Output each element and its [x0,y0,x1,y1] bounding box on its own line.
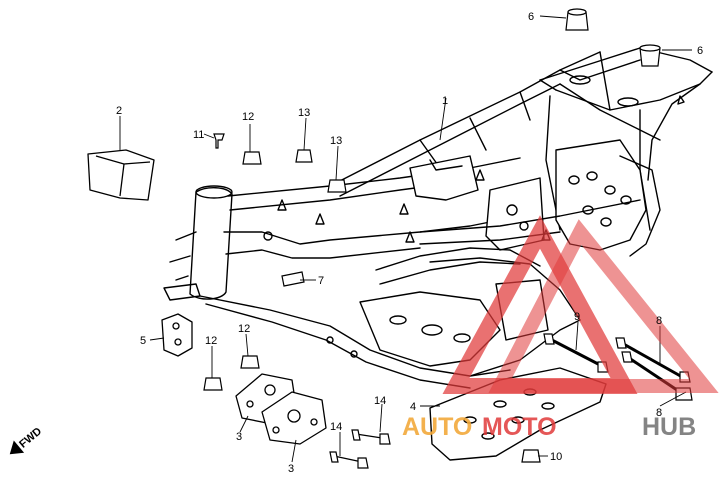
callout-11: 11 [193,129,204,141]
callout-4: 4 [410,401,416,413]
fwd-arrow-icon [9,440,25,455]
callout-12-left: 12 [205,335,217,347]
callout-8-upper: 8 [656,315,662,327]
callout-8-lower: 8 [656,407,662,419]
callout-13-mid: 13 [330,135,342,147]
callout-7: 7 [318,275,324,287]
watermark-text-auto: AUTO [402,413,472,441]
watermark-logo: AUTO MOTO HUB [402,215,719,441]
bracket-part-2 [87,149,155,201]
callout-3-right: 3 [288,463,294,475]
callout-5: 5 [140,335,146,347]
callout-14-lower: 14 [330,421,342,433]
callout-14-upper: 14 [374,395,386,407]
leader-lines [119,15,692,463]
engine-hanger-plates [235,373,327,445]
callout-6-top: 6 [528,11,534,23]
callout-1: 1 [442,95,448,107]
callout-12-mid: 12 [238,323,250,335]
callout-6-right: 6 [697,45,703,57]
callout-13-top: 13 [298,107,310,119]
callout-3-left: 3 [236,431,242,443]
callout-10: 10 [550,451,562,463]
watermark-text-hub: HUB [642,413,696,441]
bracket-part-5 [161,313,193,357]
watermark-text-moto: MOTO [482,413,557,441]
callout-2: 2 [116,105,122,117]
frame-body [163,47,713,389]
fwd-label: FWD [17,425,44,450]
callout-labels: 6 6 1 2 11 12 13 13 7 5 12 12 9 8 8 14 4… [116,11,703,475]
callout-12-top: 12 [242,111,254,123]
fwd-arrow: FWD [9,425,44,455]
callout-9: 9 [574,311,580,323]
